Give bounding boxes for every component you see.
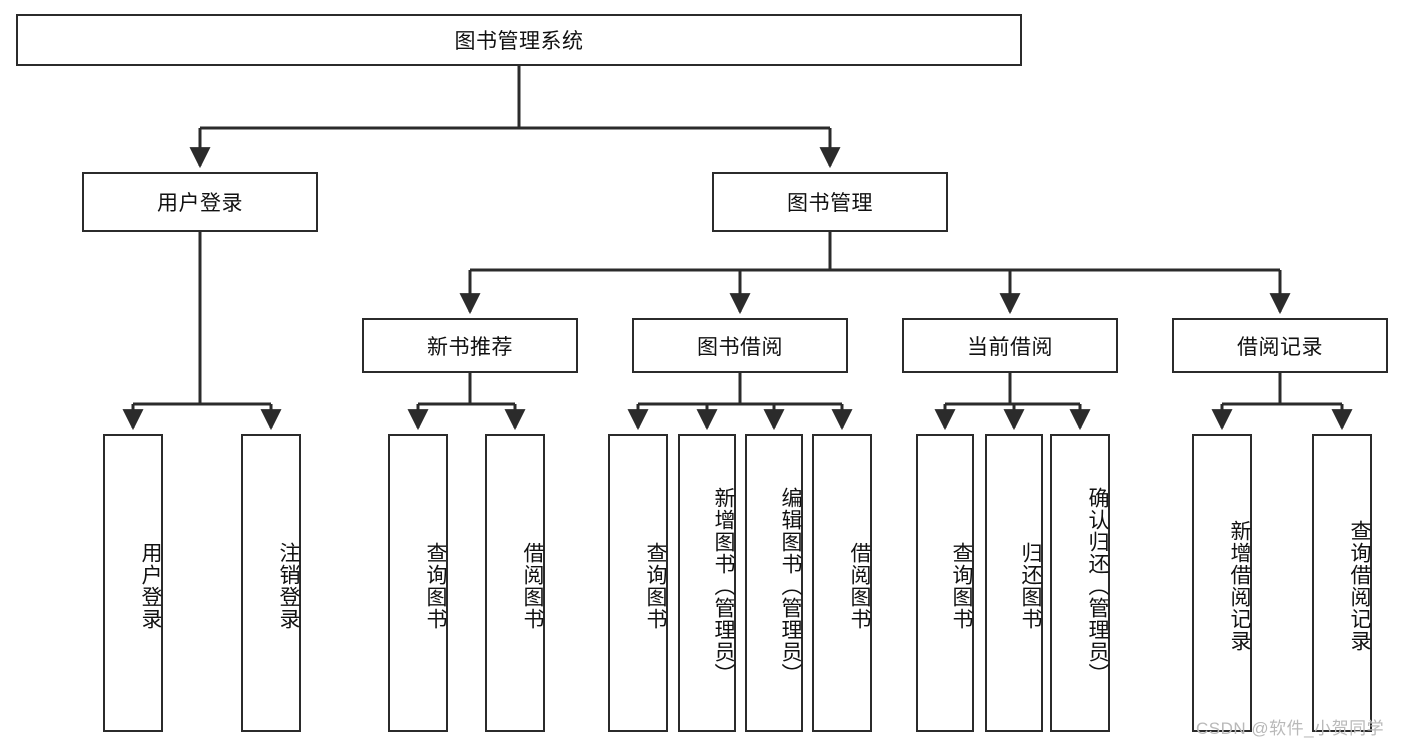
node-leaf-edit-book[interactable]: 编辑图书（管理员） [745,434,803,732]
node-leaf-query-book-2[interactable]: 查询图书 [608,434,668,732]
node-book-borrow[interactable]: 图书借阅 [632,318,848,373]
node-leaf-user-login[interactable]: 用户登录 [103,434,163,732]
node-leaf-query-record-label: 查询借阅记录 [1348,520,1371,652]
node-root-label: 图书管理系统 [454,30,584,53]
node-leaf-confirm-return-label: 确认归还（管理员） [1086,487,1109,685]
node-borrow-record-label: 借阅记录 [1237,335,1323,359]
node-leaf-logout-label: 注销登录 [277,542,300,630]
node-leaf-borrow-book-1[interactable]: 借阅图书 [485,434,545,732]
node-current-borrow-label: 当前借阅 [967,335,1053,359]
node-leaf-query-record[interactable]: 查询借阅记录 [1312,434,1372,732]
node-new-book-rec-label: 新书推荐 [427,335,513,359]
edge-paths [122,66,1353,431]
node-leaf-query-book-2-label: 查询图书 [644,542,667,630]
node-leaf-confirm-return[interactable]: 确认归还（管理员） [1050,434,1110,732]
node-borrow-record[interactable]: 借阅记录 [1172,318,1388,373]
node-book-manage-label: 图书管理 [787,192,873,215]
node-leaf-edit-book-label: 编辑图书（管理员） [779,487,802,685]
node-new-book-rec[interactable]: 新书推荐 [362,318,578,373]
node-leaf-add-record[interactable]: 新增借阅记录 [1192,434,1252,732]
node-leaf-borrow-book-2-label: 借阅图书 [848,542,871,630]
csdn-watermark: CSDN @软件_小贺同学 [1196,719,1385,738]
node-leaf-query-book-1-label: 查询图书 [424,542,447,630]
node-leaf-user-login-label: 用户登录 [139,542,162,630]
node-leaf-add-record-label: 新增借阅记录 [1228,520,1251,652]
node-leaf-return-book-label: 归还图书 [1019,542,1042,630]
node-leaf-borrow-book-1-label: 借阅图书 [521,542,544,630]
node-leaf-logout[interactable]: 注销登录 [241,434,301,732]
node-book-borrow-label: 图书借阅 [697,335,783,359]
node-leaf-borrow-book-2[interactable]: 借阅图书 [812,434,872,732]
node-leaf-add-book-label: 新增图书（管理员） [712,487,735,685]
node-current-borrow[interactable]: 当前借阅 [902,318,1118,373]
node-leaf-return-book[interactable]: 归还图书 [985,434,1043,732]
node-leaf-query-book-3[interactable]: 查询图书 [916,434,974,732]
node-leaf-query-book-1[interactable]: 查询图书 [388,434,448,732]
node-leaf-query-book-3-label: 查询图书 [950,542,973,630]
node-user-login[interactable]: 用户登录 [82,172,318,232]
node-root[interactable]: 图书管理系统 [16,14,1022,66]
node-book-manage[interactable]: 图书管理 [712,172,948,232]
node-user-login-label: 用户登录 [157,192,243,215]
node-leaf-add-book[interactable]: 新增图书（管理员） [678,434,736,732]
